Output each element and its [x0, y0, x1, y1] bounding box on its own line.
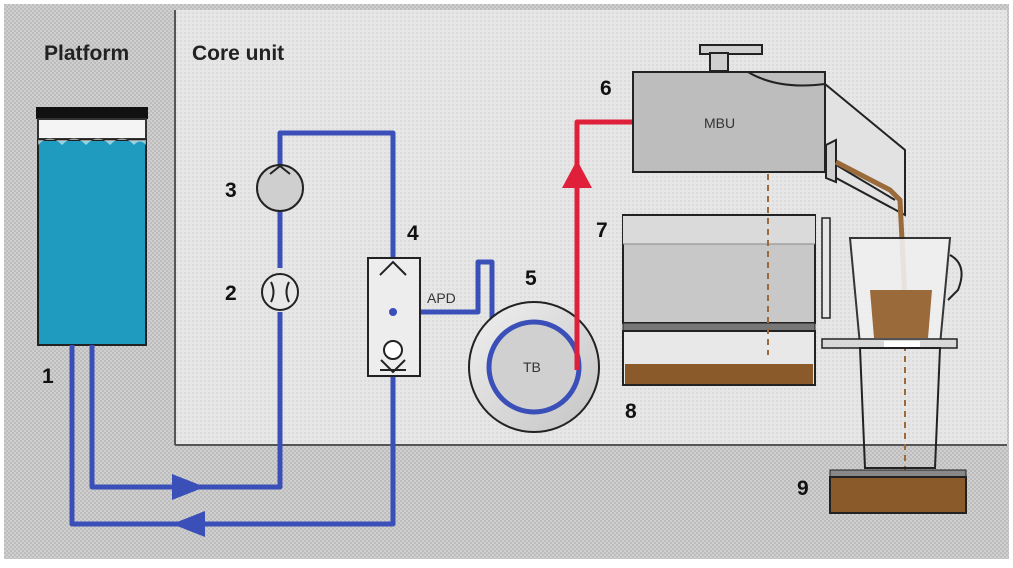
number-2: 2 [225, 282, 237, 305]
number-5: 5 [525, 267, 537, 290]
flow-arrow-left [172, 511, 205, 537]
number-1: 1 [42, 365, 54, 388]
drip-tray [622, 322, 816, 386]
platform-header: Platform [44, 42, 129, 65]
number-8: 8 [625, 400, 637, 423]
cold-water-lines [69, 130, 495, 527]
tb-label: TB [523, 359, 541, 375]
mbu-label: MBU [704, 115, 735, 131]
hot-water-line [574, 119, 633, 370]
hot-water-arrow [562, 160, 592, 188]
core-unit-header: Core unit [192, 42, 284, 65]
number-7: 7 [596, 219, 608, 242]
apd-label: APD [427, 290, 456, 306]
pump [256, 164, 304, 212]
flow-arrow-right [172, 474, 205, 500]
number-6: 6 [600, 77, 612, 100]
valve-block [367, 257, 421, 377]
thermoblock [468, 301, 600, 433]
number-4: 4 [407, 222, 419, 245]
number-3: 3 [225, 179, 237, 202]
grounds-container [622, 214, 831, 324]
water-tank [36, 107, 148, 346]
cup [821, 237, 963, 469]
cup-tray [829, 469, 967, 514]
flow-meter [261, 273, 299, 311]
number-9: 9 [797, 477, 809, 500]
brewing-unit [632, 44, 906, 217]
